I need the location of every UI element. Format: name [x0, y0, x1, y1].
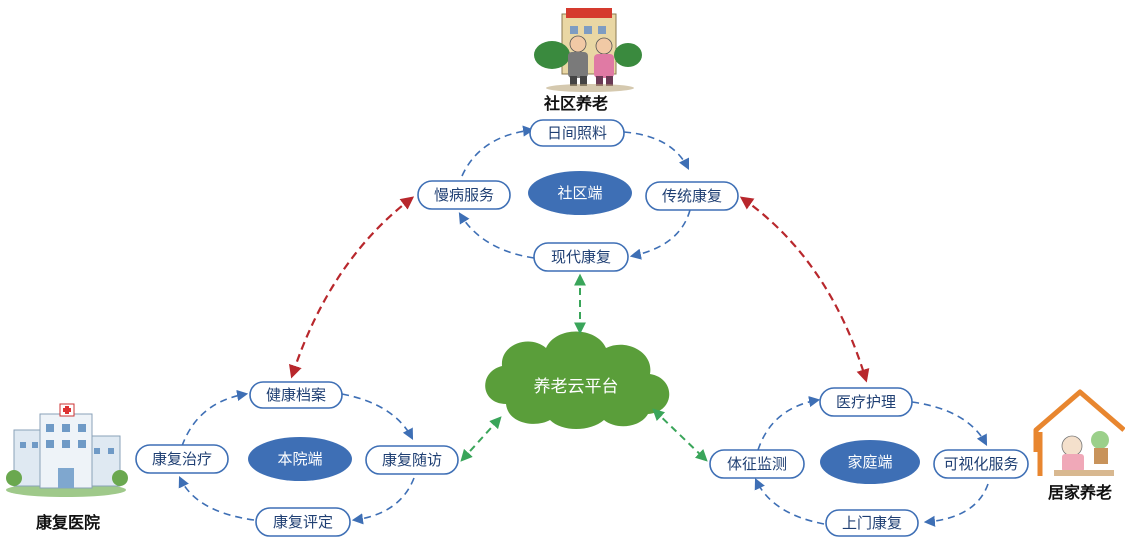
- community-hub: [528, 171, 632, 215]
- svg-text:康复随访: 康复随访: [382, 451, 442, 469]
- community-hub-label: 社区端: [557, 184, 602, 202]
- hospital-place-label: 康复医院: [36, 513, 100, 532]
- community-place-label: 社区养老: [543, 94, 608, 113]
- community-loop-arc: [629, 209, 691, 260]
- cloud-shape: [485, 331, 670, 429]
- home-node-medical-nursing[interactable]: 医疗护理: [819, 387, 913, 417]
- svg-text:健康档案: 健康档案: [266, 386, 326, 404]
- svg-text:现代康复: 现代康复: [551, 248, 611, 266]
- community-loop-arc: [461, 125, 535, 177]
- svg-text:传统康复: 传统康复: [662, 187, 722, 205]
- community-node-traditional-rehab[interactable]: 传统康复: [645, 181, 739, 211]
- hospital-loop-arc: [341, 393, 414, 440]
- svg-text:上门康复: 上门康复: [842, 514, 902, 532]
- community-node-day-care[interactable]: 日间照料: [529, 119, 625, 147]
- hospital-building-icon: [6, 403, 128, 497]
- home-loop-arc: [911, 401, 988, 446]
- home-node-vital-monitoring[interactable]: 体征监测: [709, 449, 805, 479]
- link-chronic-care-to-health-records: [289, 196, 415, 379]
- hospital-cluster: 本院端 健康档案 康复随访 康复评定 康复治疗: [135, 381, 459, 537]
- home-loop-arc: [757, 396, 821, 451]
- link-traditional-rehab-to-medical-nursing: [739, 196, 870, 383]
- home-node-visual-service[interactable]: 可视化服务: [933, 449, 1029, 479]
- hospital-loop-arc: [178, 475, 255, 521]
- svg-text:慢病服务: 慢病服务: [434, 186, 494, 204]
- svg-text:医疗护理: 医疗护理: [836, 393, 896, 411]
- community-cluster: 社区端 日间照料 传统康复 现代康复 慢病服务: [417, 119, 739, 272]
- svg-text:康复评定: 康复评定: [273, 513, 333, 531]
- community-node-chronic-care[interactable]: 慢病服务: [417, 180, 511, 210]
- link-home-to-cloud: [652, 408, 708, 462]
- hospital-node-health-records[interactable]: 健康档案: [249, 381, 343, 409]
- svg-text:可视化服务: 可视化服务: [943, 455, 1018, 473]
- home-hub-label: 家庭端: [847, 453, 892, 471]
- home-loop-arc: [923, 483, 989, 527]
- home-place-label: 居家养老: [1048, 483, 1112, 502]
- community-loop-arc: [458, 212, 535, 259]
- hospital-node-rehab-followup[interactable]: 康复随访: [365, 445, 459, 475]
- community-loop-arc: [623, 131, 690, 171]
- hospital-hub: [248, 437, 352, 481]
- home-hub: [820, 440, 920, 484]
- hospital-node-rehab-assessment[interactable]: 康复评定: [255, 507, 351, 537]
- home-node-home-rehab[interactable]: 上门康复: [825, 509, 919, 537]
- svg-text:体征监测: 体征监测: [727, 455, 787, 473]
- hospital-loop-arc: [351, 477, 415, 525]
- cloud-platform[interactable]: 养老云平台: [485, 331, 670, 430]
- cloud-label: 养老云平台: [534, 377, 619, 397]
- hospital-hub-label: 本院端: [277, 450, 322, 468]
- link-hospital-to-cloud: [460, 416, 502, 462]
- house-icon: [1033, 389, 1125, 476]
- hospital-loop-arc: [181, 389, 249, 447]
- hospital-node-rehab-therapy[interactable]: 康复治疗: [135, 444, 229, 474]
- elderly-couple-icon: [534, 8, 642, 92]
- home-cluster: 家庭端 医疗护理 可视化服务 上门康复 体征监测: [709, 387, 1029, 537]
- svg-text:日间照料: 日间照料: [547, 124, 607, 142]
- svg-text:康复治疗: 康复治疗: [152, 450, 212, 468]
- community-node-modern-rehab[interactable]: 现代康复: [533, 242, 629, 272]
- home-loop-arc: [754, 477, 825, 525]
